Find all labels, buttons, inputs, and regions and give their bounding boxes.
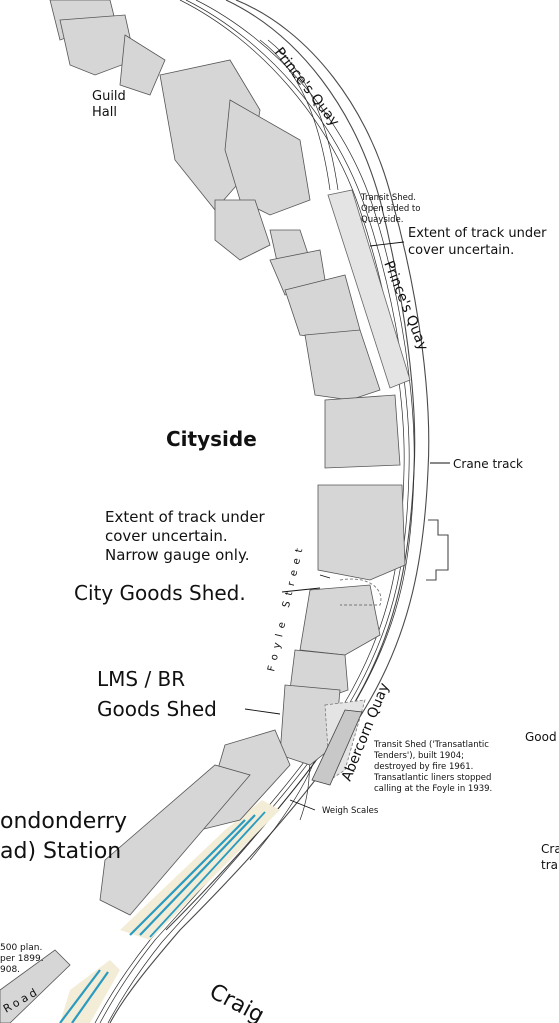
londonderry-station-label: ondonderry xyxy=(0,809,127,834)
lms-br-label-2: Goods Shed xyxy=(97,697,217,721)
londonderry-station-label-2: ad) Station xyxy=(0,839,121,864)
transit-shed-note: Transit Shed. xyxy=(360,193,416,203)
transit-shed-note-3: Quayside. xyxy=(361,215,403,225)
plan-note: 500 plan. xyxy=(0,943,42,953)
transit-shed-b-note-5: calling at the Foyle in 1939. xyxy=(374,784,492,794)
extent-mid-note-2: cover uncertain. xyxy=(105,527,228,545)
leader-lines xyxy=(244,241,450,811)
craigavon-road-label: Craig xyxy=(205,979,268,1023)
crane-track-label: Crane track xyxy=(453,457,523,471)
guild-hall-label: Guild xyxy=(92,89,126,104)
extent-mid-note-3: Narrow gauge only. xyxy=(105,546,249,564)
crane-right-label-2: tra xyxy=(541,858,558,872)
lms-br-label: LMS / BR xyxy=(97,667,185,691)
plan-note-2: per 1899. xyxy=(0,954,44,964)
transit-shed-b-note-2: Tenders'), built 1904; xyxy=(373,751,464,761)
sheds xyxy=(311,189,411,786)
princes-quay-top-label: Prince's Quay xyxy=(271,45,342,130)
cityside-label: Cityside xyxy=(166,427,257,451)
extent-top-note-2: cover uncertain. xyxy=(408,243,514,258)
plan-note-3: 908. xyxy=(0,965,20,975)
city-buildings xyxy=(0,0,406,1023)
weigh-scales-label: Weigh Scales xyxy=(322,806,379,816)
transit-shed-b-note-3: destroyed by fire 1961. xyxy=(374,762,473,772)
crane-right-label: Cra xyxy=(541,842,559,856)
station-yard xyxy=(59,800,280,1023)
extent-mid-note: Extent of track under xyxy=(105,508,266,526)
transit-shed-b-note-4: Transatlantic liners stopped xyxy=(373,773,491,783)
transit-shed-note-2: Open sided to xyxy=(361,204,420,214)
extent-top-note: Extent of track under xyxy=(408,226,547,241)
transit-shed-b-note: Transit Shed ('Transatlantic xyxy=(373,740,489,750)
guild-hall-label-2: Hall xyxy=(92,105,117,120)
goods-right-label: Good xyxy=(525,730,557,744)
city-goods-shed-label: City Goods Shed. xyxy=(74,581,246,605)
